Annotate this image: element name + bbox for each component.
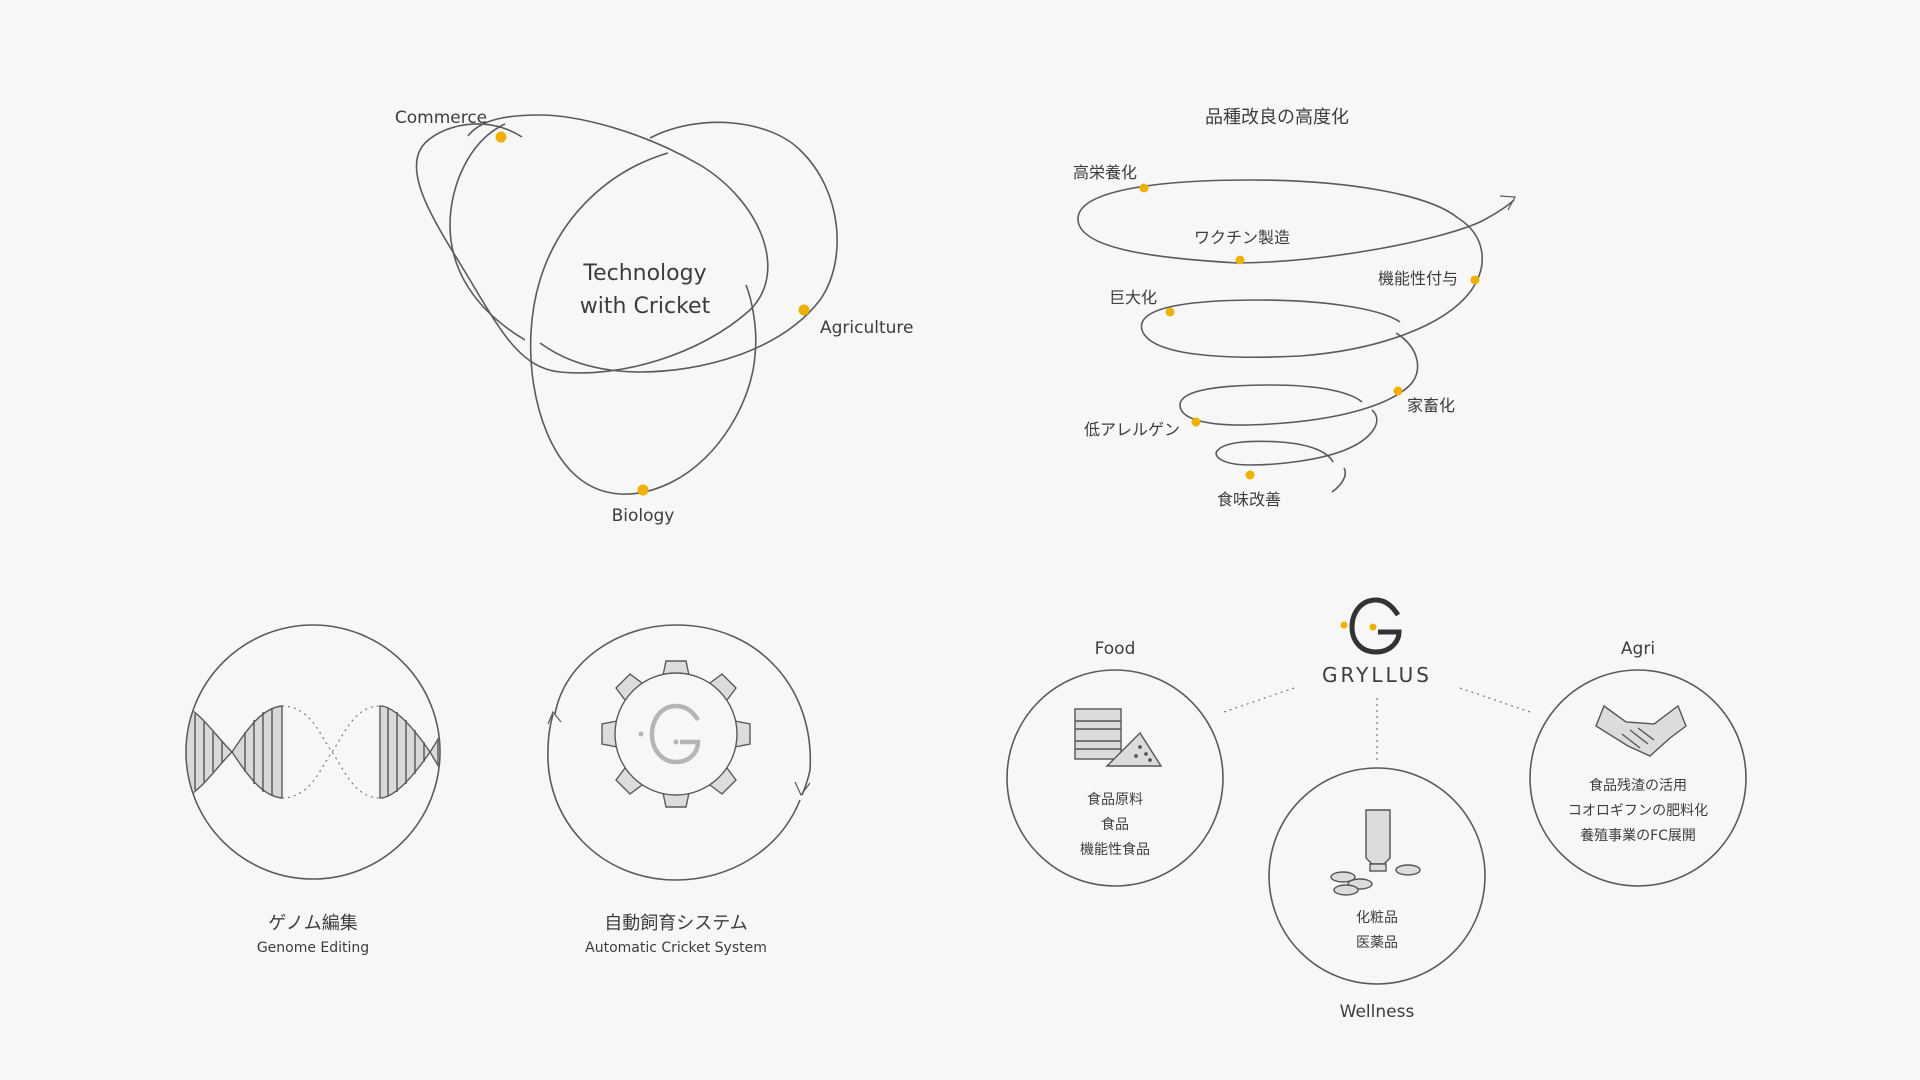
auto-label-en: Automatic Cricket System bbox=[585, 940, 767, 956]
connector-agri bbox=[1459, 687, 1531, 713]
dna-helix-icon bbox=[187, 704, 439, 800]
spiral-dot-3 bbox=[1470, 275, 1480, 285]
auto-system-section: 自動飼育システム Automatic Cricket System bbox=[547, 624, 812, 956]
agri-section: Agri 食品残渣の活用 コオロギフンの肥料化 養殖事業のFC展開 bbox=[1529, 639, 1747, 887]
spiral-ring-1 bbox=[1077, 179, 1459, 264]
commerce-dot bbox=[495, 131, 507, 143]
cycle-arrow-right bbox=[794, 781, 811, 797]
auto-label-ja: 自動飼育システム bbox=[604, 913, 747, 934]
cycle-arc-bottom bbox=[547, 713, 801, 881]
handshake-icon bbox=[1595, 704, 1687, 757]
cosmetics-icon bbox=[1330, 809, 1421, 896]
logo-wordmark: GRYLLUS bbox=[1322, 663, 1432, 687]
breeding-spiral: 品種改良の高度化 高栄養化 ワクチン製造 機能性付与 巨大化 家畜化 低アレルゲ… bbox=[1073, 107, 1516, 509]
genome-circle bbox=[185, 624, 441, 880]
venn-arc-left bbox=[449, 123, 526, 341]
food-ingredients-icon bbox=[1074, 708, 1163, 767]
spiral-title: 品種改良の高度化 bbox=[1205, 107, 1349, 128]
gear-inner-circle bbox=[614, 672, 738, 796]
logo-dot-center bbox=[1369, 623, 1377, 631]
spiral-ring-5 bbox=[1331, 467, 1347, 493]
spiral-label-5: 家畜化 bbox=[1407, 396, 1455, 415]
gryllus-g-icon bbox=[638, 703, 701, 765]
venn-ellipse-agriculture bbox=[539, 121, 838, 373]
venn-center-line2: with Cricket bbox=[580, 294, 711, 319]
agriculture-dot bbox=[798, 304, 810, 316]
spiral-ring-3 bbox=[1179, 332, 1419, 426]
spiral-ring-4 bbox=[1215, 409, 1378, 466]
venn-ellipse-commerce bbox=[415, 114, 769, 374]
label-agriculture: Agriculture bbox=[820, 318, 914, 338]
food-title: Food bbox=[1095, 639, 1136, 659]
spiral-dot-4 bbox=[1165, 307, 1175, 317]
spiral-dot-1 bbox=[1139, 183, 1149, 193]
gryllus-logo: GRYLLUS bbox=[1322, 597, 1432, 687]
genome-label-en: Genome Editing bbox=[257, 940, 369, 956]
agri-line-1: 食品残渣の活用 bbox=[1589, 777, 1687, 794]
spiral-label-1: 高栄養化 bbox=[1073, 163, 1137, 182]
food-line-3: 機能性食品 bbox=[1080, 841, 1150, 858]
genome-editing-section: ゲノム編集 Genome Editing bbox=[185, 624, 441, 956]
spiral-dot-7 bbox=[1245, 470, 1255, 480]
spiral-dot-5 bbox=[1393, 386, 1403, 396]
connector-food bbox=[1223, 687, 1295, 713]
cycle-arrow-left bbox=[547, 710, 562, 725]
spiral-label-7: 食味改善 bbox=[1217, 490, 1281, 509]
wellness-section: 化粧品 医薬品 Wellness bbox=[1268, 767, 1486, 1022]
biology-dot bbox=[637, 484, 649, 496]
food-line-1: 食品原料 bbox=[1087, 791, 1143, 808]
agri-title: Agri bbox=[1621, 639, 1655, 659]
venn-center-line1: Technology bbox=[582, 261, 706, 286]
gryllus-g-logo-icon bbox=[1349, 597, 1402, 655]
label-commerce: Commerce bbox=[395, 108, 487, 128]
wellness-line-1: 化粧品 bbox=[1356, 910, 1398, 926]
spiral-ring-1-front bbox=[1237, 199, 1515, 264]
wellness-line-2: 医薬品 bbox=[1356, 935, 1398, 951]
spiral-dot-2 bbox=[1235, 255, 1245, 265]
spiral-dot-6 bbox=[1191, 417, 1201, 427]
spiral-label-4: 巨大化 bbox=[1109, 288, 1157, 307]
agri-line-3: 養殖事業のFC展開 bbox=[1580, 827, 1696, 844]
wellness-circle bbox=[1268, 767, 1486, 985]
venn-diagram: Technology with Cricket Commerce Agricul… bbox=[395, 108, 914, 526]
label-biology: Biology bbox=[612, 506, 675, 526]
cycle-arc-top bbox=[554, 624, 812, 796]
food-line-2: 食品 bbox=[1101, 816, 1129, 833]
agri-line-2: コオロギフンの肥料化 bbox=[1568, 803, 1708, 819]
food-section: Food 食品原料 食品 機能性食品 bbox=[1006, 639, 1224, 887]
spiral-label-2: ワクチン製造 bbox=[1194, 228, 1290, 247]
genome-label-ja: ゲノム編集 bbox=[268, 913, 357, 934]
spiral-ring-2 bbox=[1140, 217, 1483, 359]
spiral-arrow-head bbox=[1499, 195, 1516, 211]
wellness-title: Wellness bbox=[1340, 1002, 1415, 1022]
spiral-label-6: 低アレルゲン bbox=[1084, 420, 1180, 439]
venn-ellipse-biology bbox=[529, 152, 757, 495]
agri-circle bbox=[1529, 669, 1747, 887]
logo-dot-left bbox=[1340, 621, 1348, 629]
food-circle bbox=[1006, 669, 1224, 887]
spiral-label-3: 機能性付与 bbox=[1378, 269, 1458, 288]
